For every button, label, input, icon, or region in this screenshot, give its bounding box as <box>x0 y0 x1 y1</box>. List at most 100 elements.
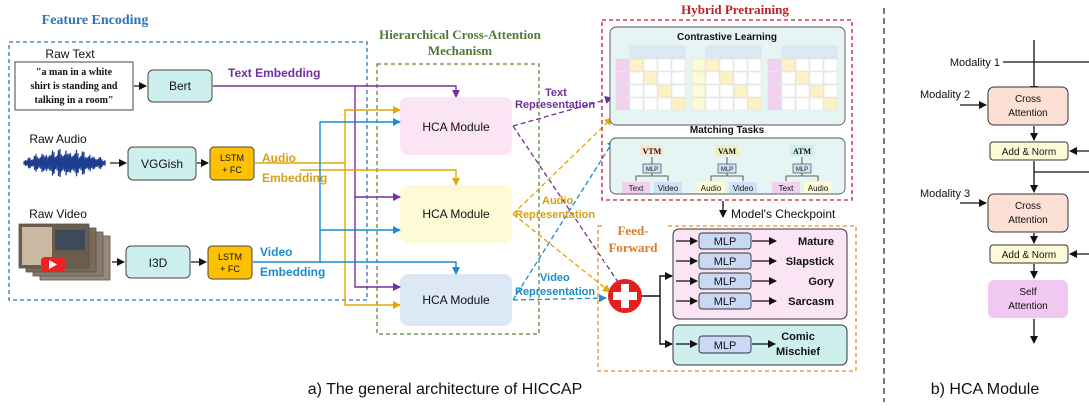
hca-module-detail: Modality 1 Modality 2 Cross Attention Ad… <box>920 40 1089 344</box>
raw-text-box <box>14 61 134 111</box>
atm-right: Audio <box>808 184 829 193</box>
matrix-cell <box>629 97 644 111</box>
comic-mischief-label-2: Mischief <box>776 346 820 358</box>
audio-embedding-wires <box>255 106 460 309</box>
matrix-cell <box>657 97 672 111</box>
matrix-cell <box>657 45 672 59</box>
matrix-cell <box>691 84 706 98</box>
raw-text-label: Raw Text <box>45 47 95 61</box>
matrix-cell <box>823 84 838 98</box>
classifier-mlp-box <box>698 252 752 270</box>
matrix-cell <box>795 45 810 59</box>
matrix-cell <box>643 58 658 72</box>
audio-representation-arrow-2 <box>512 213 611 293</box>
matrix-cell <box>781 45 796 59</box>
classifier-mlp-label: MLP <box>714 256 737 268</box>
hca-module-video-label: HCA Module <box>422 293 490 307</box>
matrix-cell <box>781 71 796 85</box>
matrix-cell <box>733 71 748 85</box>
hca-module-audio-label: HCA Module <box>422 207 490 221</box>
matrix-cell <box>705 97 720 111</box>
comic-mischief-box <box>672 324 848 366</box>
audio-representation-arrow <box>512 117 613 215</box>
matrix-cell <box>629 84 644 98</box>
matrix-cell <box>691 97 706 111</box>
audio-lstm-box <box>209 146 255 181</box>
hca-module-text <box>400 97 512 155</box>
vam-label: VAM <box>718 147 737 156</box>
atm-left: Text <box>779 184 794 193</box>
matrix-cell <box>671 97 686 111</box>
matrix-cell <box>671 58 686 72</box>
raw-text-quote-3: talking in a room" <box>35 95 114 106</box>
modality-2-label: Modality 2 <box>920 89 970 101</box>
audio-embedding-label-1: Audio <box>262 151 296 165</box>
modality-1-label: Modality 1 <box>950 57 1000 69</box>
vam-task: VAM MLP Audio Video <box>697 145 757 193</box>
matrix-cell <box>747 58 762 72</box>
video-lstm-line2: + FC <box>220 264 240 274</box>
matrix-cell <box>809 97 824 111</box>
matrix-cell <box>795 97 810 111</box>
vggish-label: VGGish <box>141 157 183 171</box>
matrix-cell <box>733 84 748 98</box>
raw-text-quote-1: "a man in a white <box>36 67 113 78</box>
matrix-cell <box>705 58 720 72</box>
vtm-task: VTM MLP Text Video <box>622 145 682 193</box>
cross-attention-1-line1: Cross <box>1015 94 1041 105</box>
comic-mischief-label-1: Comic <box>781 331 815 343</box>
vam-mlp: MLP <box>721 167 733 173</box>
matching-tasks-title: Matching Tasks <box>690 125 765 136</box>
video-lstm-line1: LSTM <box>218 252 242 262</box>
video-representation-arrow-2 <box>512 294 607 303</box>
hca-title-line1: Hierarchical Cross-Attention <box>379 27 541 42</box>
matrix-cell <box>719 84 734 98</box>
self-attention <box>988 280 1068 318</box>
hca-title-line2: Mechanism <box>428 43 492 58</box>
self-attention-line2: Attention <box>1008 301 1047 312</box>
raw-video-label: Raw Video <box>29 207 87 221</box>
matrix-cell <box>823 45 838 59</box>
hca-module-text-label: HCA Module <box>422 120 490 134</box>
matrix-cell <box>691 58 706 72</box>
matrix-cell <box>615 97 630 111</box>
comic-mischief-mlp-label: MLP <box>714 340 737 352</box>
matrix-cell <box>809 45 824 59</box>
raw-text-quote-2: shirt is standing and <box>31 81 118 92</box>
matrix-cell <box>691 71 706 85</box>
caption-right: b) HCA Module <box>931 381 1040 398</box>
comic-mischief-mlp <box>698 335 752 354</box>
cross-attention-2-line1: Cross <box>1015 201 1041 212</box>
add-norm-1-label: Add & Norm <box>1002 147 1056 158</box>
i3d-box <box>125 245 191 279</box>
raw-audio-label: Raw Audio <box>29 132 87 146</box>
matrix-cell <box>615 58 630 72</box>
hybrid-pretraining-panel <box>601 19 853 201</box>
matrix-cell <box>767 97 782 111</box>
matrix-cell <box>823 71 838 85</box>
vam-right: Video <box>733 184 754 193</box>
vtm-right: Video <box>658 184 679 193</box>
matrix-cell <box>671 45 686 59</box>
matrix-cell <box>747 84 762 98</box>
matrix-cell <box>781 84 796 98</box>
caption-left: a) The general architecture of HICCAP <box>308 381 583 398</box>
matrix-cell <box>795 84 810 98</box>
cross-attention-1-line2: Attention <box>1008 108 1047 119</box>
audio-embedding-label-2: Embedding <box>262 171 327 185</box>
matrix-cell <box>719 58 734 72</box>
add-norm-2 <box>989 244 1069 264</box>
matrix-cell <box>809 84 824 98</box>
matrix-cell <box>823 97 838 111</box>
matrix-cell <box>671 71 686 85</box>
video-frames-icon <box>18 223 111 281</box>
vtm-left: Text <box>629 184 644 193</box>
audio-representation-label-1: Audio <box>542 195 573 207</box>
cross-attention-1 <box>987 86 1069 126</box>
matrix-cell <box>643 97 658 111</box>
feed-forward-panel <box>597 225 857 372</box>
feed-forward-title-2: Forward <box>608 240 658 255</box>
matrix-cell <box>629 45 644 59</box>
audio-lstm-line1: LSTM <box>220 153 244 163</box>
